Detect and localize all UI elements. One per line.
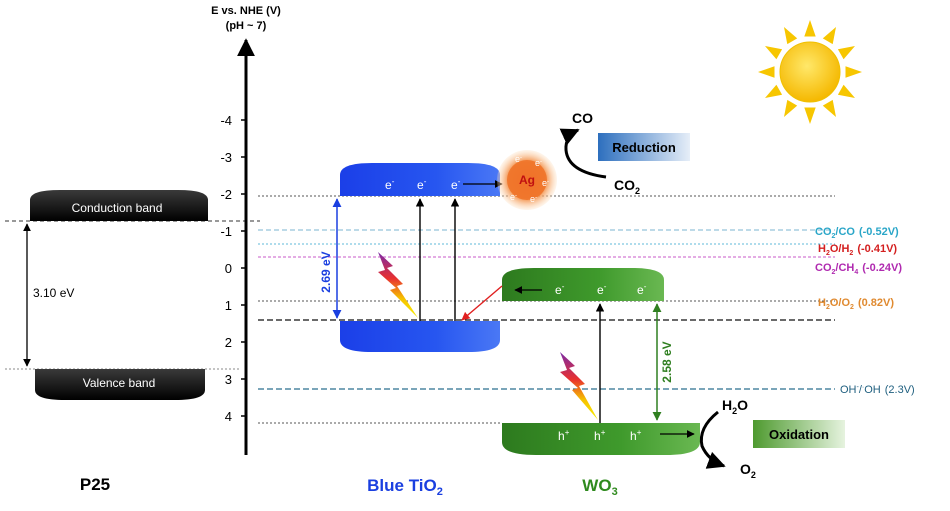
wo3-electron-1: e- xyxy=(555,282,565,297)
wo3-hole-2: h+ xyxy=(594,428,606,443)
oxidation-curved-arrow xyxy=(699,410,726,469)
wo3-to-blue-arrow xyxy=(461,285,503,321)
axis-tick-label: -1 xyxy=(220,224,232,239)
wo3-cb-electrons: e- e- e- xyxy=(555,282,647,297)
blue-light-bolt-icon xyxy=(378,252,418,318)
potential-h2o-o2: H2O/O2(0.82V) xyxy=(818,297,894,311)
axis-tick-label: -3 xyxy=(220,150,232,165)
ag-electron-4: e- xyxy=(530,194,537,204)
sun-ray xyxy=(822,99,836,117)
wo3-hole-1: h+ xyxy=(558,428,570,443)
axis-title-line1: E vs. NHE (V) xyxy=(211,5,281,17)
wo3-name: WO3 xyxy=(582,476,617,498)
p25-semiconductor: Conduction band Valence band 3.10 eV P25 xyxy=(23,190,208,494)
wo3-conduction-band xyxy=(502,268,664,301)
oxidation-product: O2 xyxy=(740,461,756,480)
potential-oh: OH-/·OH(2.3V) xyxy=(840,384,915,396)
p25-name: P25 xyxy=(80,475,110,494)
axis-tick-label: -4 xyxy=(220,113,232,128)
wo3-gap-label: 2.58 eV xyxy=(660,341,674,382)
oxidation-box xyxy=(753,420,845,448)
potential-h2o-h2: H2O/H2(-0.41V) xyxy=(818,243,897,257)
wo3-light-bolt-icon xyxy=(560,352,598,420)
axis-tick-label: 1 xyxy=(225,298,232,313)
oxidation-reactant: H2O xyxy=(722,397,748,416)
sun-ray xyxy=(758,66,775,78)
ag-electron-2: e- xyxy=(535,158,542,168)
axis-title-line2: (pH ~ 7) xyxy=(226,20,267,32)
oxidation-reaction: H2O O2 Oxidation xyxy=(699,397,845,480)
wo3-semiconductor: e- e- e- h+ h+ h+ 2.58 eV WO3 xyxy=(461,268,700,498)
axis-tick-label: -2 xyxy=(220,187,232,202)
blue-electron-1: e- xyxy=(385,177,395,192)
ag-core xyxy=(507,160,547,200)
redox-potentials: CO2/CO(-0.52V) H2O/H2(-0.41V) CO2/CH4(-0… xyxy=(815,226,915,396)
sun-ray xyxy=(765,46,783,60)
p25-vb-label: Valence band xyxy=(83,376,156,390)
sun-ray xyxy=(845,66,862,78)
ag-nanoparticle: Ag e- e- e- e- e- xyxy=(497,150,557,210)
axis-ticks: -4 -3 -2 -1 0 1 2 3 4 xyxy=(220,113,246,424)
wo3-vb-holes: h+ h+ h+ xyxy=(558,428,642,443)
sun-icon xyxy=(758,20,862,124)
blue-valence-band xyxy=(340,321,500,352)
oxidation-label: Oxidation xyxy=(769,427,829,442)
energy-axis: E vs. NHE (V) (pH ~ 7) -4 -3 -2 -1 0 1 2 3 4 xyxy=(211,5,281,455)
axis-tick-label: 3 xyxy=(225,372,232,387)
wo3-electron-2: e- xyxy=(597,282,607,297)
wo3-electron-3: e- xyxy=(637,282,647,297)
axis-tick-label: 2 xyxy=(225,335,232,350)
blue-electron-2: e- xyxy=(417,177,427,192)
potential-co2-ch4: CO2/CH4(-0.24V) xyxy=(815,262,902,276)
blue-conduction-band xyxy=(340,163,500,196)
sun-ray xyxy=(784,27,798,45)
p25-conduction-band xyxy=(30,190,208,221)
sun-ray xyxy=(804,107,816,124)
wo3-hole-3: h+ xyxy=(630,428,642,443)
potential-co2-co: CO2/CO(-0.52V) xyxy=(815,226,899,240)
sun-ray xyxy=(837,46,855,60)
p25-valence-band xyxy=(35,369,205,400)
ag-label: Ag xyxy=(519,173,535,187)
reduction-box xyxy=(598,133,690,161)
sun-ray xyxy=(765,84,783,98)
reduction-curved-arrow xyxy=(559,128,607,179)
reduction-label: Reduction xyxy=(612,140,676,155)
reduction-reaction: CO CO2 Reduction xyxy=(559,110,690,196)
blue-gap-label: 2.69 eV xyxy=(319,251,333,292)
sun-ray xyxy=(837,84,855,98)
blue-electron-3: e- xyxy=(451,177,461,192)
blue-cb-electrons: e- e- e- xyxy=(385,177,461,192)
axis-tick-label: 0 xyxy=(225,261,232,276)
reduction-product: CO xyxy=(572,110,593,126)
axis-tick-label: 4 xyxy=(225,409,232,424)
sun-ray xyxy=(784,99,798,117)
sun-ray xyxy=(804,20,816,37)
reduction-reactant: CO2 xyxy=(614,177,640,196)
wo3-valence-band xyxy=(502,423,700,455)
ag-electron-3: e- xyxy=(542,178,549,188)
blue-tio2-semiconductor: e- e- e- 2.69 eV Blue TiO2 xyxy=(319,163,503,498)
sun-ray xyxy=(822,27,836,45)
ag-electron-1: e- xyxy=(515,154,522,164)
p25-gap-label: 3.10 eV xyxy=(33,286,74,300)
blue-tio2-name: Blue TiO2 xyxy=(367,476,443,498)
ag-electron-5: e- xyxy=(510,192,517,202)
p25-cb-label: Conduction band xyxy=(72,201,163,215)
